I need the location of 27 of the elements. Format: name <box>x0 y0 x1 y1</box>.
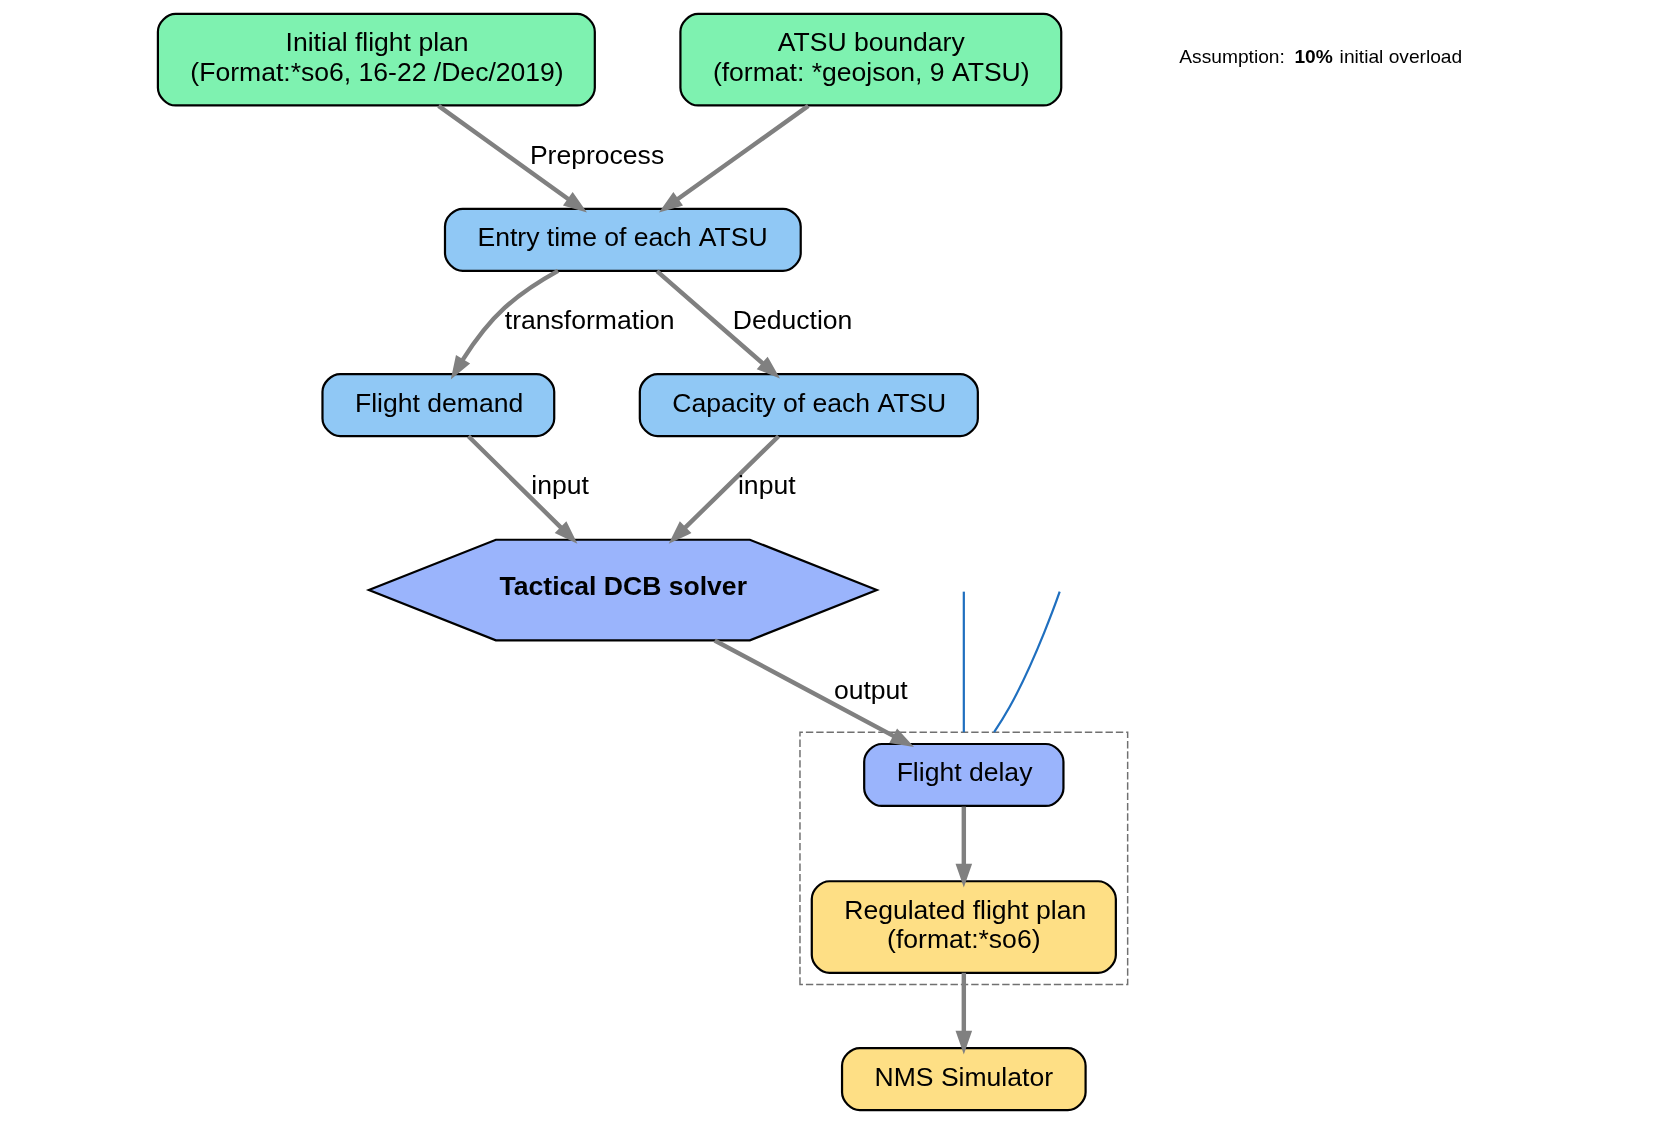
arrow <box>655 269 780 379</box>
edge-label: transformation <box>504 304 675 335</box>
node-box: Flight delay <box>863 742 1065 808</box>
arrow <box>955 806 973 888</box>
label: Assumption: 10% initial overload <box>1179 46 1463 68</box>
edge-label: input <box>531 470 589 501</box>
node-box: Capacity of each ATSU <box>638 373 979 438</box>
arrow <box>466 434 578 544</box>
arrow <box>668 434 781 544</box>
arrow <box>450 268 560 380</box>
edge-label: Preprocess <box>529 139 665 170</box>
edge-label: input <box>737 470 796 501</box>
arrow <box>713 638 915 747</box>
connector <box>962 591 965 733</box>
node-box: Flight demand <box>321 373 556 438</box>
arrow <box>437 104 588 213</box>
arrow <box>658 104 810 213</box>
node-box: Initial flight plan (Format:*so6, 16-22 /Dec/2019) <box>156 12 596 107</box>
edge-label: Deduction <box>732 304 853 335</box>
node-box: ATSU boundary (format: *geojson, 9 ATSU) <box>679 12 1063 107</box>
cluster <box>799 731 1129 986</box>
edge-label: output <box>833 674 908 705</box>
arrow <box>955 972 973 1055</box>
node-box: Regulated flight plan (format:*so6) <box>810 880 1117 974</box>
node-box: Entry time of each ATSU <box>443 207 802 272</box>
node-box: NMS Simulator <box>840 1046 1087 1112</box>
connector <box>993 591 1061 733</box>
